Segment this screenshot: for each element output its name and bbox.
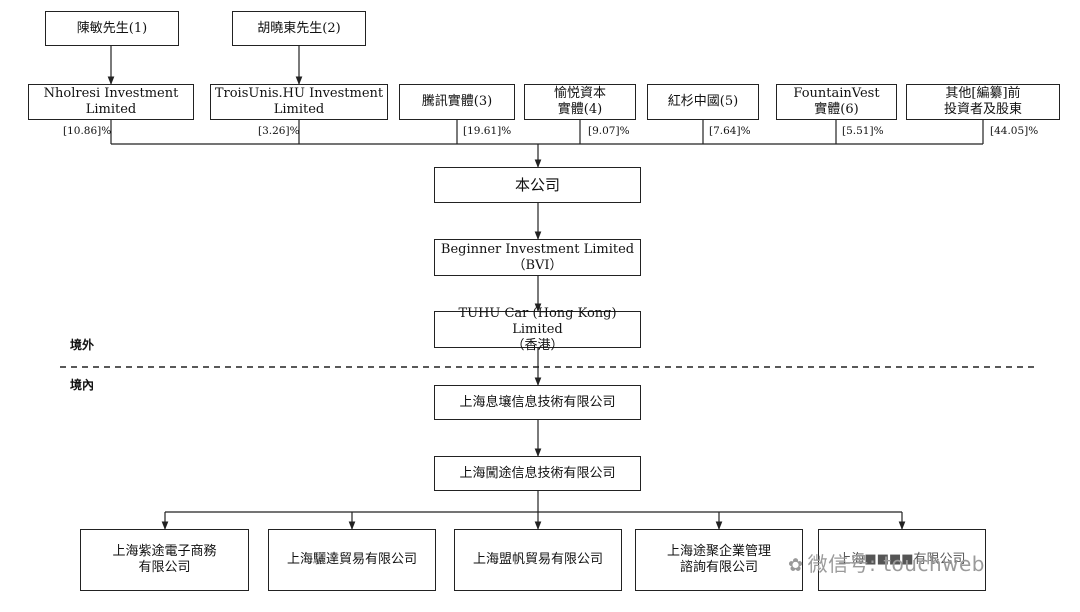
subsidiary-box: 上海■■■■有限公司 — [818, 529, 986, 591]
shareholder-label: Nholresi Investment Limited — [43, 86, 179, 117]
subsidiary-label: 上海盟帆貿易有限公司 — [472, 552, 603, 567]
shareholder-nholresi: Nholresi Investment Limited — [28, 84, 194, 120]
shareholding-pct-troisunis: [3.26]% — [258, 125, 300, 137]
shareholder-label: TroisUnis.HU Investment Limited — [214, 86, 384, 117]
wechat-icon: ✿ — [788, 555, 804, 576]
bvi-entity-label: Beginner Investment Limited （BVI） — [440, 241, 635, 273]
company-box: 本公司 — [434, 167, 641, 203]
subsidiary-label: 上海驪達貿易有限公司 — [286, 552, 417, 567]
shareholder-tencent: 騰訊實體(3) — [399, 84, 515, 120]
hk-entity-label: TUHU Car (Hong Kong) Limited （香港） — [458, 305, 617, 353]
shareholding-pct-joy-capital: [9.07]% — [588, 125, 630, 137]
subsidiary-box: 上海紫途電子商務 有限公司 — [80, 529, 249, 591]
individual-hu-xiaodong-label: 胡曉東先生(2) — [257, 20, 341, 36]
shareholder-troisunis: TroisUnis.HU Investment Limited — [210, 84, 388, 120]
onshore-label: 境內 — [70, 378, 95, 392]
shareholding-pct-nholresi: [10.86]% — [63, 125, 112, 137]
shareholder-fountainvest: FountainVest 實體(6) — [776, 84, 897, 120]
shareholding-pct-tencent: [19.61]% — [463, 125, 512, 137]
shareholder-other: 其他[編纂]前 投資者及股東 — [906, 84, 1060, 120]
shareholding-pct-other: [44.05]% — [990, 125, 1039, 137]
shareholding-pct-fountainvest: [5.51]% — [842, 125, 884, 137]
subsidiary-label: 上海紫途電子商務 有限公司 — [112, 544, 217, 575]
subsidiary-box: 上海驪達貿易有限公司 — [268, 529, 436, 591]
individual-chen-min: 陳敏先生(1) — [45, 11, 179, 46]
shareholder-joy-capital: 愉悦資本 實體(4) — [524, 84, 636, 120]
subsidiary-box: 上海途聚企業管理 諮詢有限公司 — [635, 529, 803, 591]
individual-hu-xiaodong: 胡曉東先生(2) — [232, 11, 366, 46]
shareholder-sequoia: 紅杉中國(5) — [647, 84, 759, 120]
shareholder-label: 紅杉中國(5) — [667, 94, 739, 109]
xirang-entity-box: 上海息壤信息技術有限公司 — [434, 385, 641, 420]
watermark-text: 微信号: touchweb — [807, 552, 985, 576]
shareholder-label: 騰訊實體(3) — [421, 94, 493, 109]
chuantu-entity-label: 上海闖途信息技術有限公司 — [459, 465, 616, 481]
subsidiary-box: 上海盟帆貿易有限公司 — [454, 529, 622, 591]
shareholding-pct-sequoia: [7.64]% — [709, 125, 751, 137]
hk-entity-box: TUHU Car (Hong Kong) Limited （香港） — [434, 306, 641, 353]
offshore-label: 境外 — [70, 338, 95, 352]
company-label: 本公司 — [514, 176, 560, 194]
bvi-entity-box: Beginner Investment Limited （BVI） — [434, 239, 641, 276]
subsidiary-label: 上海途聚企業管理 諮詢有限公司 — [666, 544, 771, 575]
shareholder-label: 愉悦資本 實體(4) — [553, 86, 606, 117]
chuantu-entity-box: 上海闖途信息技術有限公司 — [434, 456, 641, 491]
xirang-entity-label: 上海息壤信息技術有限公司 — [459, 394, 616, 410]
individual-chen-min-label: 陳敏先生(1) — [76, 20, 148, 36]
wechat-watermark: ✿微信号: touchweb — [788, 548, 985, 577]
subsidiary-label: 上海■■■■有限公司 — [838, 552, 966, 567]
shareholder-label: FountainVest 實體(6) — [793, 86, 880, 117]
shareholder-label: 其他[編纂]前 投資者及股東 — [943, 86, 1022, 117]
